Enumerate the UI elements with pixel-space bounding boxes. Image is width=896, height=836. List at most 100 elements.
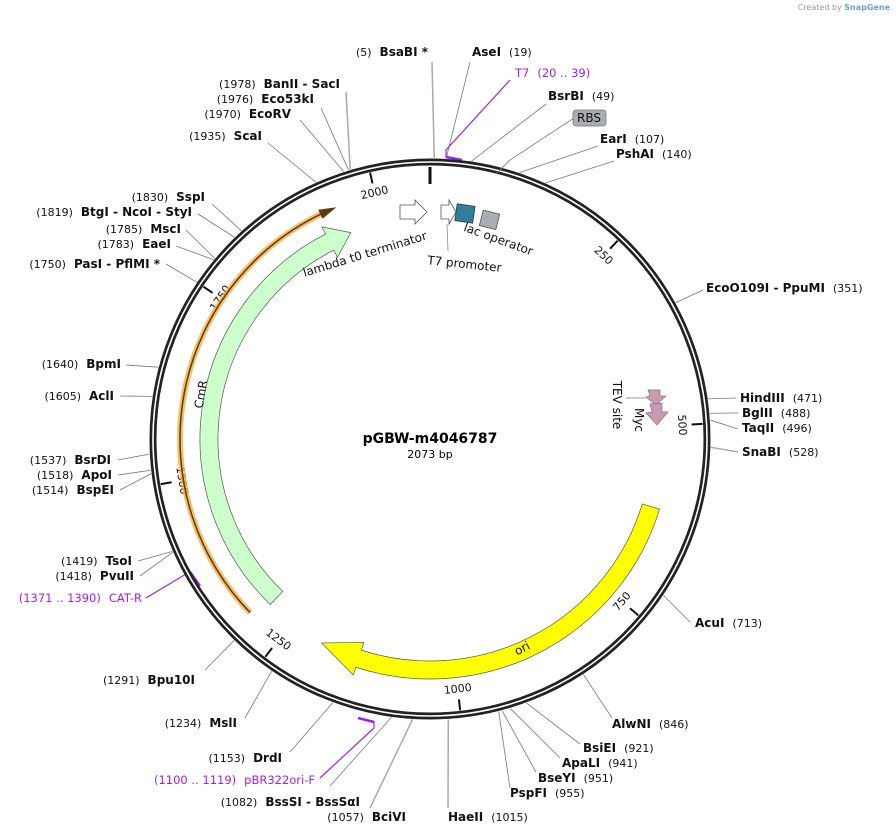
enzyme-label[interactable]: (1970)EcoRV: [204, 107, 291, 121]
enzyme-label[interactable]: BseYI(951): [538, 771, 613, 785]
enzyme-label[interactable]: (1640)BpmI: [42, 357, 121, 371]
enzyme-name: BsaBI *: [380, 45, 429, 59]
enzyme-name: AseI: [472, 45, 501, 59]
enzyme-label[interactable]: (1819)BtgI - NcoI - StyI: [36, 205, 192, 219]
t7-promoter-arrow[interactable]: [440, 198, 457, 226]
enzyme-line: [501, 710, 537, 773]
enzyme-label[interactable]: (1082) BssSI - BssSαI: [221, 795, 360, 809]
enzyme-label[interactable]: HindIII(471): [740, 391, 822, 405]
orange-feature[interactable]: [179, 211, 325, 614]
enzyme-position: (846): [659, 718, 689, 731]
enzyme-line: [117, 453, 150, 461]
enzyme-label[interactable]: SnaBI(528): [742, 445, 819, 459]
enzyme-labels: (5)BsaBI * AseI (19) BsrBI(49) EarI(107)PshA…: [19, 45, 863, 824]
enzyme-label[interactable]: (1978)BanII - SacI: [219, 77, 340, 91]
enzyme-name: TsoI: [106, 554, 132, 568]
enzyme-position: (1015): [491, 811, 528, 824]
enzyme-line: [329, 717, 392, 787]
enzyme-position: (1057): [327, 811, 364, 824]
t7-promoter-leader: [446, 223, 449, 252]
enzyme-label[interactable]: BsrBI(49): [548, 89, 614, 103]
enzyme-label[interactable]: PspFI(955): [510, 786, 585, 800]
rbs-box[interactable]: [478, 209, 501, 231]
enzyme-name: BseYI: [538, 771, 576, 785]
enzyme-position: (1153): [208, 752, 245, 765]
enzyme-position: (1830): [132, 191, 169, 204]
enzyme-name: SnaBI: [742, 445, 781, 459]
enzyme-label[interactable]: PshAI(140): [616, 147, 692, 161]
ori-feature[interactable]: [320, 503, 660, 680]
enzyme-position: (49): [592, 90, 615, 103]
enzyme-line: [369, 719, 414, 809]
enzyme-position: (471): [793, 392, 823, 405]
enzyme-label[interactable]: (1234)MslI: [165, 716, 237, 730]
enzyme-label[interactable]: (1514)BspEI: [32, 483, 114, 497]
lambda-terminator-arrow[interactable]: [399, 199, 428, 225]
enzyme-label[interactable]: (1830) SspI: [132, 190, 205, 204]
backbone-gap: [152, 161, 708, 717]
enzyme-position: (19): [509, 46, 532, 59]
tick-label: 500: [675, 414, 689, 436]
enzyme-label[interactable]: (1291)Bpu10I: [103, 673, 195, 687]
primer-label[interactable]: (1371 .. 1390)CAT-R: [19, 591, 142, 605]
enzyme-label[interactable]: (1153)DrdI: [208, 751, 282, 765]
plasmid-backbone: [149, 158, 711, 720]
enzyme-line: [431, 61, 436, 159]
credit-prefix: Created by: [797, 3, 842, 12]
enzyme-label[interactable]: (1605)AclI: [44, 389, 114, 403]
enzyme-label[interactable]: (1785)MscI: [106, 222, 181, 236]
tick-mark: [202, 285, 214, 294]
ori-label: ori: [512, 639, 532, 659]
cmr-feature[interactable]: [199, 226, 352, 605]
primer-bar: [445, 155, 463, 162]
enzyme-line: [175, 245, 214, 261]
enzyme-position: (1419): [61, 555, 98, 568]
plasmid-name: pGBW-m4046787: [363, 431, 498, 447]
enzyme-name: BssSI - BssSαI: [265, 795, 360, 809]
enzyme-lines: [117, 61, 739, 809]
enzyme-label[interactable]: (5)BsaBI *: [356, 45, 429, 59]
tev-site-arrow[interactable]: [645, 389, 667, 406]
enzyme-position: (1082): [221, 796, 258, 809]
enzyme-name: PspFI: [510, 786, 547, 800]
enzyme-position: (107): [635, 133, 665, 146]
lac-operator-box[interactable]: [454, 203, 476, 224]
enzyme-label[interactable]: (1935)ScaI: [189, 129, 262, 143]
enzyme-label[interactable]: EcoO109I - PpuMI(351): [706, 281, 863, 295]
enzyme-label[interactable]: (1057)BciVI: [327, 810, 406, 824]
enzyme-label[interactable]: (1518)ApoI: [37, 468, 112, 482]
tick-mark: [457, 699, 462, 711]
enzyme-label[interactable]: TaqII(496): [742, 421, 812, 435]
enzyme-label[interactable]: BglII(488): [742, 406, 810, 420]
enzyme-label[interactable]: (1783)EaeI: [98, 237, 171, 251]
primer-range: (1371 .. 1390): [19, 591, 101, 605]
enzyme-label[interactable]: HaeII(1015): [448, 810, 528, 824]
primer-label[interactable]: (1100 .. 1119)pBR322ori-F: [154, 773, 315, 787]
enzyme-line: [244, 670, 273, 719]
enzyme-position: (1785): [106, 223, 143, 236]
myc-arrow[interactable]: [645, 402, 669, 426]
enzyme-label[interactable]: (1537)BsrDI: [30, 453, 111, 467]
enzyme-label[interactable]: AcuI(713): [695, 616, 762, 630]
enzyme-line: [117, 469, 151, 476]
enzyme-label[interactable]: AlwNI(846): [612, 717, 689, 731]
enzyme-line: [710, 419, 739, 430]
enzyme-name: AclI: [89, 389, 114, 403]
primer-line: [319, 717, 375, 779]
enzyme-label[interactable]: BsiEI(921): [583, 741, 654, 755]
enzyme-position: (1978): [219, 78, 256, 91]
enzyme-label[interactable]: (1750)PasI - PflMI *: [29, 257, 160, 271]
enzyme-label[interactable]: EarI(107): [600, 132, 664, 146]
rbs-label-box: [572, 109, 607, 127]
enzyme-label[interactable]: AseI (19): [472, 45, 532, 59]
enzyme-line: [345, 91, 351, 170]
enzyme-label[interactable]: (1418)PvuII: [55, 569, 134, 583]
enzyme-position: (1750): [29, 258, 66, 271]
enzyme-label[interactable]: (1976)Eco53kI: [217, 92, 314, 106]
enzyme-label[interactable]: ApaLI(941): [562, 756, 638, 770]
enzyme-line: [289, 702, 334, 753]
enzyme-label[interactable]: (1419) TsoI: [61, 554, 132, 568]
primer-label[interactable]: T7(20 .. 39): [514, 66, 590, 80]
enzyme-name: SspI: [176, 190, 205, 204]
